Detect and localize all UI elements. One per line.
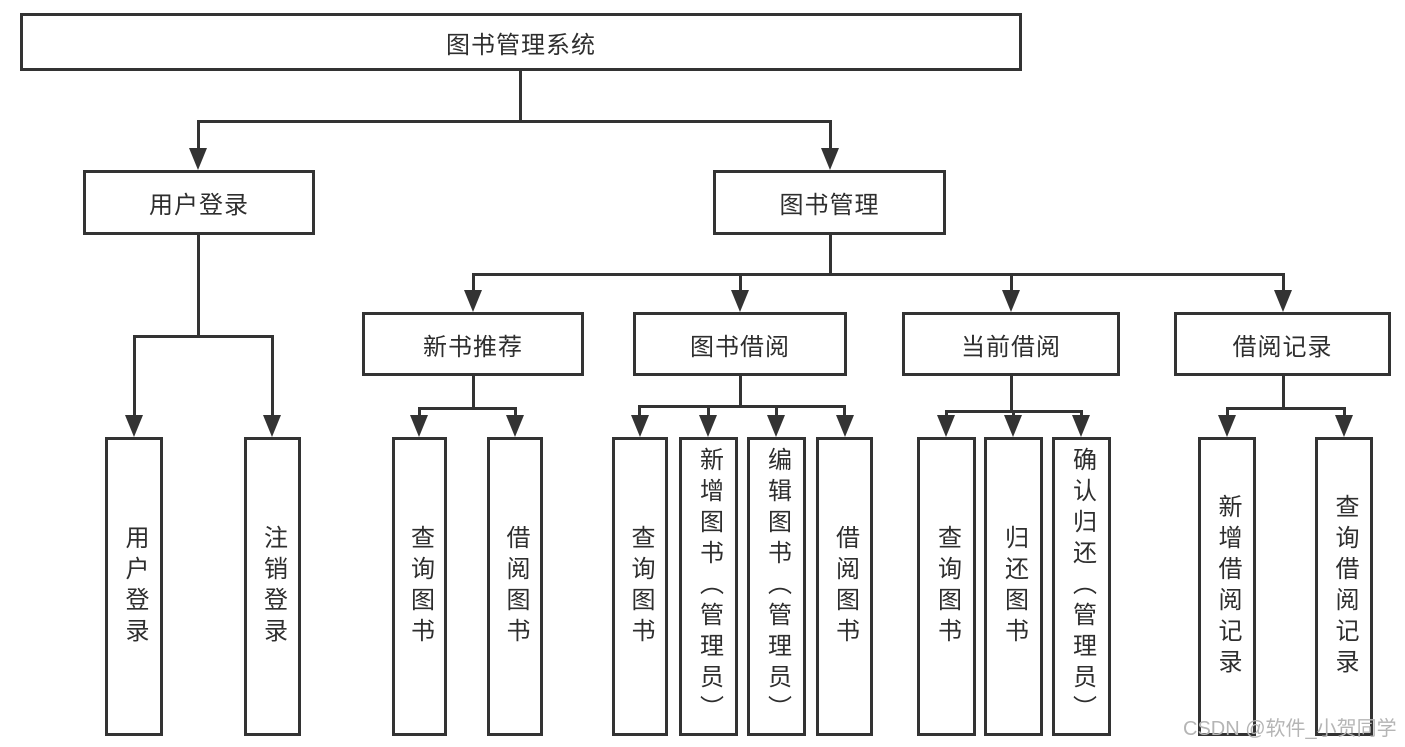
arrow-down-icon bbox=[1002, 290, 1020, 312]
node-book-borrow: 图书借阅 bbox=[633, 312, 847, 376]
connector-line bbox=[829, 120, 832, 150]
arrow-down-icon bbox=[1072, 415, 1090, 437]
connector-line bbox=[707, 405, 710, 417]
leaf-current-query-books: 查询图书 bbox=[917, 437, 976, 736]
connector-line bbox=[1010, 273, 1013, 292]
leaf-logout: 注销登录 bbox=[244, 437, 301, 736]
leaf-borrow-query-books: 查询图书 bbox=[612, 437, 668, 736]
leaf-recommend-query-books-label: 查询图书 bbox=[406, 524, 434, 649]
leaf-recommend-borrow-books: 借阅图书 bbox=[487, 437, 543, 736]
node-current-borrow: 当前借阅 bbox=[902, 312, 1120, 376]
node-user-login: 用户登录 bbox=[83, 170, 315, 235]
connector-line bbox=[1226, 407, 1229, 417]
arrow-down-icon bbox=[263, 415, 281, 437]
leaf-borrow-borrow-books: 借阅图书 bbox=[816, 437, 873, 736]
connector-line bbox=[1282, 376, 1285, 407]
arrow-down-icon bbox=[937, 415, 955, 437]
arrow-down-icon bbox=[506, 415, 524, 437]
leaf-borrow-query-books-label: 查询图书 bbox=[627, 524, 654, 649]
connector-line bbox=[1012, 410, 1015, 417]
connector-line bbox=[133, 335, 274, 338]
node-book-management-label: 图书管理 bbox=[779, 192, 880, 219]
leaf-user-login-label: 用户登录 bbox=[121, 524, 148, 649]
arrow-down-icon bbox=[767, 415, 785, 437]
connector-line bbox=[197, 120, 200, 150]
node-current-borrow-label: 当前借阅 bbox=[961, 333, 1061, 361]
arrow-down-icon bbox=[836, 415, 854, 437]
connector-line bbox=[472, 273, 475, 292]
connector-line bbox=[1282, 273, 1285, 292]
leaf-records-query-record: 查询借阅记录 bbox=[1315, 437, 1373, 736]
connector-line bbox=[519, 70, 522, 120]
node-root: 图书管理系统 bbox=[20, 13, 1022, 71]
leaf-user-login: 用户登录 bbox=[105, 437, 163, 736]
arrow-down-icon bbox=[410, 415, 428, 437]
leaf-current-return-books: 归还图书 bbox=[984, 437, 1043, 736]
connector-line bbox=[1226, 407, 1346, 410]
node-borrow-records: 借阅记录 bbox=[1174, 312, 1391, 376]
watermark: CSDN @软件_小贺同学 bbox=[1183, 718, 1397, 740]
connector-line bbox=[472, 273, 1285, 276]
connector-line bbox=[271, 335, 274, 417]
leaf-records-add-record-label: 新增借阅记录 bbox=[1214, 493, 1241, 680]
leaf-borrow-edit-books-admin: 编辑图书（管理员） bbox=[747, 437, 806, 736]
connector-line bbox=[197, 235, 200, 335]
arrow-down-icon bbox=[1004, 415, 1022, 437]
connector-line bbox=[1010, 376, 1013, 410]
arrow-down-icon bbox=[731, 290, 749, 312]
connector-line bbox=[1343, 407, 1346, 417]
connector-line bbox=[133, 335, 136, 417]
node-new-book-recommend: 新书推荐 bbox=[362, 312, 584, 376]
leaf-borrow-edit-books-admin-label: 编辑图书（管理员） bbox=[763, 447, 791, 726]
connector-line bbox=[843, 405, 846, 417]
leaf-logout-label: 注销登录 bbox=[259, 524, 287, 649]
leaf-current-query-books-label: 查询图书 bbox=[933, 524, 961, 649]
leaf-current-return-books-label: 归还图书 bbox=[1000, 524, 1028, 649]
leaf-records-query-record-label: 查询借阅记录 bbox=[1331, 493, 1358, 680]
connector-line bbox=[739, 273, 742, 292]
connector-line bbox=[1080, 410, 1083, 417]
arrow-down-icon bbox=[125, 415, 143, 437]
connector-line bbox=[472, 376, 475, 407]
connector-line bbox=[739, 376, 742, 405]
leaf-borrow-borrow-books-label: 借阅图书 bbox=[831, 524, 859, 649]
leaf-borrow-add-books-admin-label: 新增图书（管理员） bbox=[695, 447, 723, 726]
node-new-book-recommend-label: 新书推荐 bbox=[423, 333, 523, 361]
connector-line bbox=[775, 405, 778, 417]
connector-line bbox=[418, 407, 517, 410]
node-borrow-records-label: 借阅记录 bbox=[1232, 333, 1333, 361]
leaf-current-confirm-return-admin-label: 确认归还（管理员） bbox=[1068, 447, 1096, 726]
arrow-down-icon bbox=[631, 415, 649, 437]
connector-line bbox=[514, 407, 517, 417]
arrow-down-icon bbox=[464, 290, 482, 312]
leaf-recommend-borrow-books-label: 借阅图书 bbox=[502, 524, 529, 649]
leaf-recommend-query-books: 查询图书 bbox=[392, 437, 447, 736]
arrow-down-icon bbox=[821, 148, 839, 170]
leaf-current-confirm-return-admin: 确认归还（管理员） bbox=[1052, 437, 1111, 736]
node-book-management: 图书管理 bbox=[713, 170, 946, 235]
arrow-down-icon bbox=[1218, 415, 1236, 437]
node-book-borrow-label: 图书借阅 bbox=[690, 333, 790, 361]
connector-line bbox=[945, 410, 948, 417]
arrow-down-icon bbox=[189, 148, 207, 170]
connector-line bbox=[418, 407, 421, 417]
connector-line bbox=[638, 405, 846, 408]
leaf-borrow-add-books-admin: 新增图书（管理员） bbox=[679, 437, 738, 736]
arrow-down-icon bbox=[1335, 415, 1353, 437]
connector-line bbox=[829, 235, 832, 273]
node-user-login-label: 用户登录 bbox=[149, 192, 249, 219]
connector-line bbox=[638, 405, 641, 417]
arrow-down-icon bbox=[1274, 290, 1292, 312]
connector-line bbox=[197, 120, 831, 123]
node-root-label: 图书管理系统 bbox=[446, 31, 596, 59]
arrow-down-icon bbox=[699, 415, 717, 437]
leaf-records-add-record: 新增借阅记录 bbox=[1198, 437, 1256, 736]
